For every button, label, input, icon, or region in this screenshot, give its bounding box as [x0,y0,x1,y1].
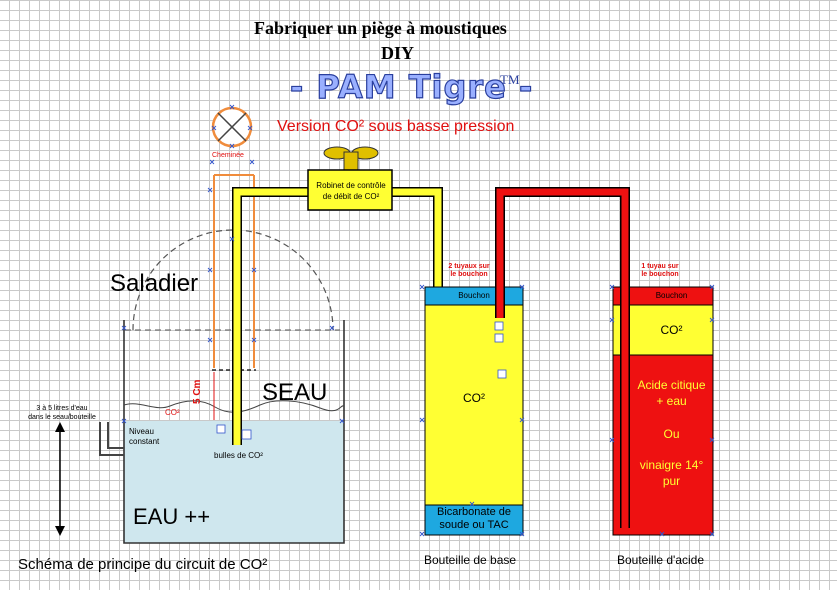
level-label-l1: Niveau [129,427,154,437]
level-label-l2: constant [129,437,160,447]
trademark: TM [500,72,520,87]
title-line2: DIY [381,43,415,63]
acid-gas-label: CO² [660,323,683,337]
base-bottle-body [424,304,524,506]
acid-label-l1: Acide citique [637,378,706,392]
base-bottle-caption: Bouteille de base [424,553,517,567]
acid-gas-tube [496,188,629,528]
chimney-label: Cheminée [212,152,244,159]
acid-bottle-caption: Bouteille d'acide [617,553,705,567]
base-reagent-l1: Bicarbonate de [437,506,511,518]
valve-wingnut-icon [343,151,359,171]
base-tubes-l2: le bouchon [450,271,488,278]
co2-tube-base [390,188,442,320]
base-reagent-l2: soude ou TAC [439,519,509,531]
distance-label: 5 Cm [192,379,203,404]
co2-air-label: CO² [165,408,180,417]
co2-tube-outline [232,187,310,445]
valve-label-l1: Robinet de contrôle [316,181,386,190]
water-note-l2: dans le seau/bouteille [28,414,96,421]
level-pipe [99,422,124,456]
base-gas-label: CO² [463,391,485,405]
selection-markers [121,104,715,537]
acid-label-l5: pur [662,474,681,488]
acid-cap-label: Bouchon [655,291,688,300]
level-pipe-inner [107,422,124,449]
arrow-down-icon [55,526,65,536]
water-label: EAU ++ [133,504,211,529]
arrow-up-icon [55,422,65,432]
acid-label-l2: + eau [656,394,687,408]
valve-box [307,169,393,211]
base-cap-label: Bouchon [458,291,490,300]
title-line1: Fabriquer un piège à moustiques [254,18,507,38]
co2-tube [233,188,310,445]
bucket-outline [123,320,345,544]
schema-caption: Schéma de principe du circuit de CO² [18,556,268,573]
chimney-tube [213,174,255,368]
acid-tubes-l1: 1 tuyau sur [641,263,679,270]
water-note-l1: 3 à 5 litres d'eau [36,405,88,412]
version-subtitle: Version CO² sous basse pression [277,118,515,135]
bubbles [216,321,507,440]
acid-tubes-l2: le bouchon [641,271,679,278]
acid-label-l3: Ou [663,427,680,441]
acid-label-l4: vinaigre 14° [639,458,704,472]
saladier-label: Saladier [110,270,199,297]
base-bottle-reagent [424,504,524,536]
bubbles-label: bulles de CO² [214,451,263,460]
bucket-label: SEAU [262,379,328,406]
brand-title: - PAM Tigre - [289,67,534,106]
valve-label-l2: de débit de CO² [322,192,380,201]
base-tubes-l1: 2 tuyaux sur [448,263,490,270]
